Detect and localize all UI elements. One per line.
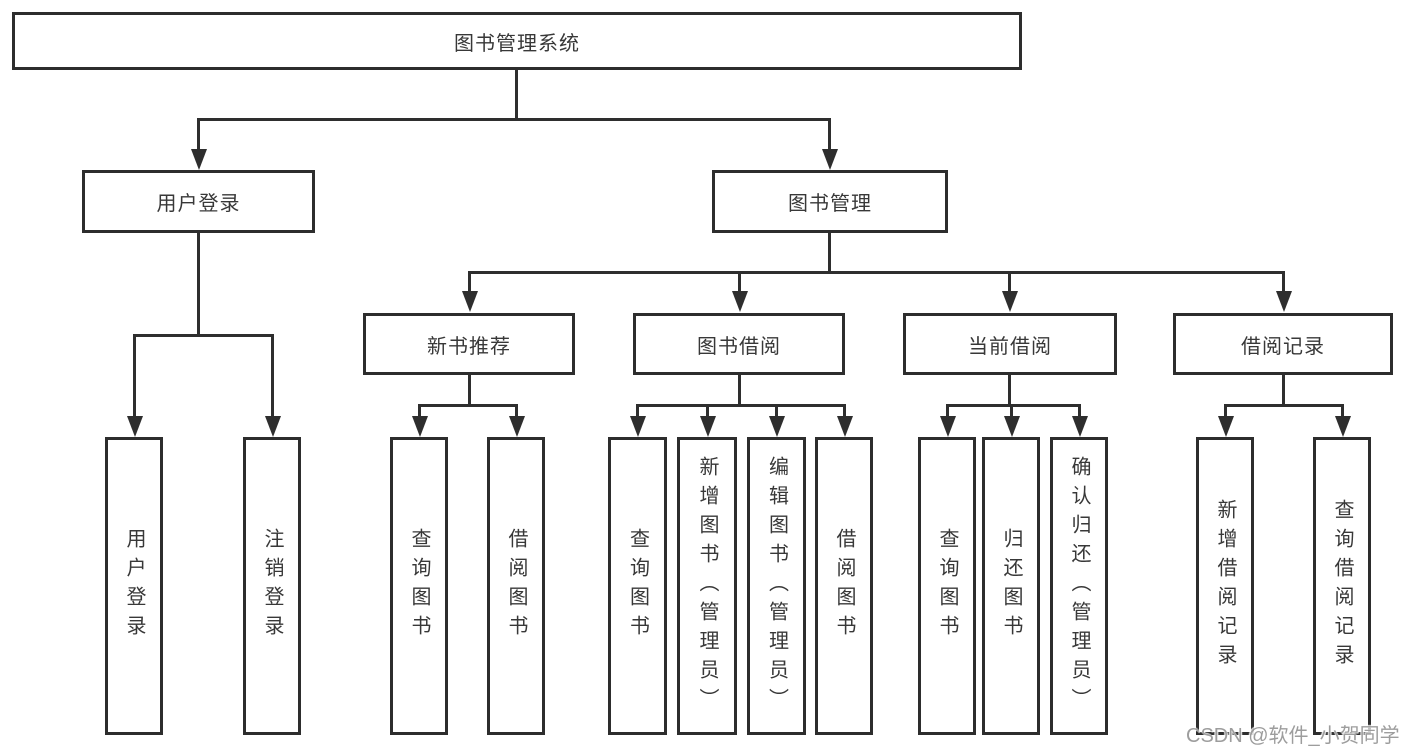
arrow-to-cb-return: [1010, 404, 1013, 416]
node-root: 图书管理系统: [12, 12, 1022, 70]
leaf-bb-edit-books-admin: 编辑图书（管理员）: [747, 437, 806, 735]
node-current-borrow: 当前借阅: [903, 313, 1117, 375]
leaf-bb-borrow-books-label: 借阅图书: [833, 528, 855, 644]
leaf-cb-confirm-return-admin-label: 确认归还（管理员）: [1068, 455, 1090, 717]
connector-user-login-hline: [133, 334, 273, 337]
leaf-logout-label: 注销登录: [261, 528, 283, 644]
arrow-to-bb-query: [636, 404, 639, 416]
leaf-bb-query-books: 查询图书: [608, 437, 667, 735]
connector-book-borrow-stem: [738, 375, 741, 406]
node-book-borrow-label: 图书借阅: [697, 335, 781, 358]
connector-user-login-stem: [197, 233, 200, 335]
arrow-to-br-query: [1341, 404, 1344, 416]
leaf-bb-query-books-label: 查询图书: [626, 528, 649, 644]
node-book-mgmt: 图书管理: [712, 170, 948, 233]
leaf-user-login: 用户登录: [105, 437, 163, 735]
leaf-cb-return-books-label: 归还图书: [1000, 528, 1022, 644]
node-borrow-records-label: 借阅记录: [1241, 335, 1325, 358]
leaf-nb-query-books: 查询图书: [390, 437, 448, 735]
leaf-logout: 注销登录: [243, 437, 301, 735]
connector-root-hline: [197, 118, 831, 121]
arrow-to-new-book-rec: [468, 271, 471, 291]
connector-new-book-rec-stem: [468, 375, 471, 406]
watermark: CSDN @软件_小贺同学: [1186, 725, 1400, 747]
arrow-to-current-borrow: [1008, 271, 1011, 291]
arrow-to-ul-login: [133, 334, 136, 416]
leaf-nb-borrow-books: 借阅图书: [487, 437, 545, 735]
arrow-to-cb-query: [946, 404, 949, 416]
leaf-br-add-record-label: 新增借阅记录: [1214, 499, 1236, 673]
arrow-to-nb-query: [418, 404, 421, 416]
node-current-borrow-label: 当前借阅: [968, 335, 1052, 358]
arrow-to-bb-edit: [775, 404, 778, 416]
leaf-cb-query-books-label: 查询图书: [936, 528, 958, 644]
leaf-br-add-record: 新增借阅记录: [1196, 437, 1254, 735]
connector-root-stem: [515, 70, 518, 118]
connector-current-borrow-hline: [946, 404, 1080, 407]
node-borrow-records: 借阅记录: [1173, 313, 1393, 375]
node-user-login: 用户登录: [82, 170, 315, 233]
node-book-mgmt-label: 图书管理: [788, 193, 872, 215]
node-root-label: 图书管理系统: [454, 32, 580, 55]
leaf-cb-query-books: 查询图书: [918, 437, 976, 735]
leaf-bb-edit-books-admin-label: 编辑图书（管理员）: [765, 455, 788, 717]
node-book-borrow: 图书借阅: [633, 313, 845, 375]
arrow-to-book-mgmt: [828, 118, 831, 149]
leaf-br-query-record: 查询借阅记录: [1313, 437, 1371, 735]
leaf-bb-add-books-admin-label: 新增图书（管理员）: [696, 455, 718, 717]
leaf-bb-borrow-books: 借阅图书: [815, 437, 873, 735]
arrow-to-ul-logout: [271, 334, 274, 416]
connector-book-borrow-hline: [636, 404, 845, 407]
arrow-to-cb-confirm: [1078, 404, 1081, 416]
connector-book-mgmt-hline: [469, 271, 1285, 274]
arrow-to-nb-borrow: [515, 404, 518, 416]
leaf-cb-confirm-return-admin: 确认归还（管理员）: [1050, 437, 1108, 735]
leaf-br-query-record-label: 查询借阅记录: [1331, 499, 1353, 673]
arrow-to-book-borrow: [738, 271, 741, 291]
connector-borrow-records-hline: [1224, 404, 1343, 407]
node-user-login-label: 用户登录: [156, 193, 241, 215]
arrow-to-br-add: [1224, 404, 1227, 416]
arrow-to-user-login: [197, 118, 200, 149]
connector-book-mgmt-stem: [828, 233, 831, 273]
leaf-bb-add-books-admin: 新增图书（管理员）: [677, 437, 737, 735]
arrow-to-bb-add: [706, 404, 709, 416]
connector-borrow-records-stem: [1282, 375, 1285, 406]
node-new-book-rec-label: 新书推荐: [427, 335, 511, 358]
leaf-nb-borrow-books-label: 借阅图书: [505, 528, 527, 644]
arrow-to-bb-borrow: [843, 404, 846, 416]
connector-current-borrow-stem: [1008, 375, 1011, 406]
leaf-cb-return-books: 归还图书: [982, 437, 1040, 735]
leaf-nb-query-books-label: 查询图书: [408, 528, 430, 644]
connector-new-book-rec-hline: [418, 404, 518, 407]
node-new-book-rec: 新书推荐: [363, 313, 575, 375]
leaf-user-login-label: 用户登录: [123, 528, 145, 644]
arrow-to-borrow-records: [1282, 271, 1285, 291]
